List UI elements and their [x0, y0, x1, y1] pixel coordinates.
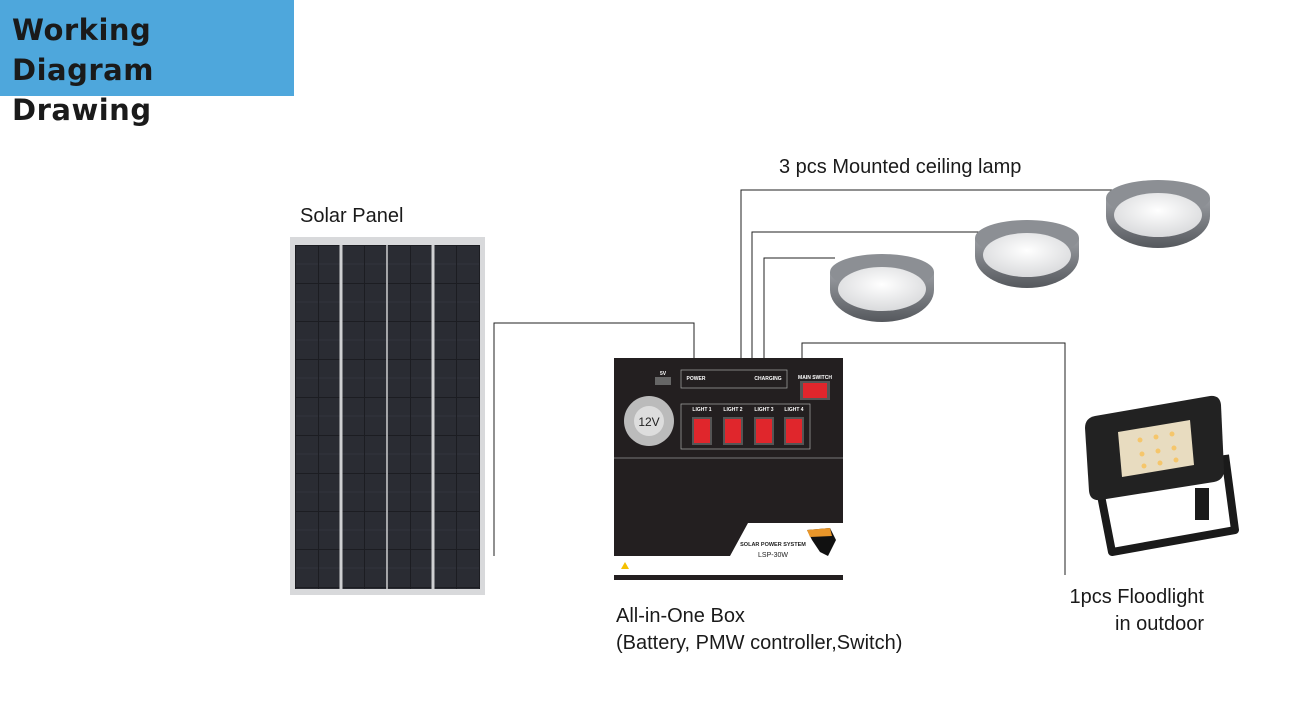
power-label: POWER: [687, 376, 706, 382]
switch-label: LIGHT 1: [692, 407, 711, 413]
floodlight-label-line-1: 1pcs Floodlight: [1069, 586, 1204, 608]
title-line-1: Working Diagram: [12, 13, 154, 87]
box-label-line-1: All-in-One Box: [616, 605, 745, 627]
main-switch-label: MAIN SWITCH: [798, 375, 832, 381]
ceiling-lamp: [975, 220, 1079, 288]
solar-panel-label: Solar Panel: [300, 205, 404, 227]
solar-panel: [290, 237, 485, 595]
switch-label: LIGHT 2: [723, 407, 742, 413]
switch-label: LIGHT 4: [784, 407, 803, 413]
charging-label: CHARGING: [754, 376, 781, 382]
ceiling-lamp: [830, 254, 934, 322]
floodlight: [1085, 395, 1239, 556]
socket-label: 12V: [638, 415, 659, 429]
light-switches: LIGHT 1 LIGHT 2 LIGHT 3 LIGHT 4: [692, 407, 804, 445]
all-in-one-box: 5V POWER CHARGING MAIN SWITCH 12V LIGHT …: [614, 358, 843, 580]
title-line-2: Drawing: [12, 93, 152, 127]
warning-icon: [621, 562, 629, 569]
ceiling-lamp-label: 3 pcs Mounted ceiling lamp: [779, 156, 1022, 178]
box-label-line-2: (Battery, PMW controller,Switch): [616, 632, 903, 654]
wires: [493, 189, 1118, 575]
brand-label: SOLAR POWER SYSTEM: [740, 542, 806, 548]
model-label: LSP-30W: [758, 552, 788, 559]
box-label: All-in-One Box (Battery, PMW controller,…: [616, 603, 902, 657]
usb-label: 5V: [660, 371, 667, 377]
floodlight-label: 1pcs Floodlight in outdoor: [1040, 584, 1204, 638]
main-switch: [803, 383, 827, 398]
switch-label: LIGHT 3: [754, 407, 773, 413]
ceiling-lamp: [1106, 180, 1210, 248]
floodlight-label-line-2: in outdoor: [1115, 613, 1204, 635]
diagram-title: Working Diagram Drawing: [0, 0, 294, 127]
